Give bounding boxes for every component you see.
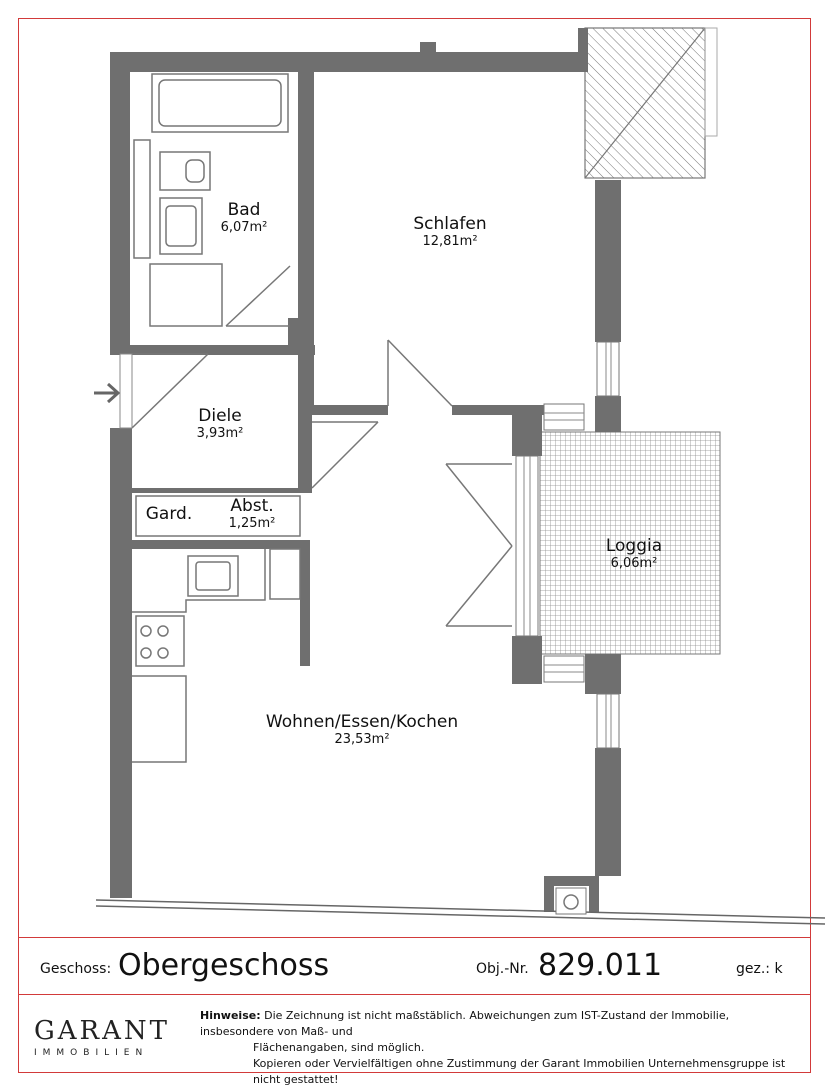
- entry-arrow-icon: [94, 382, 121, 404]
- room-gard: Gard.: [142, 504, 196, 524]
- room-diele-name: Diele: [198, 406, 242, 426]
- logo-sub-text: IMMOBILIEN: [34, 1048, 149, 1058]
- room-schlafen: Schlafen 12,81m²: [390, 214, 510, 250]
- loggia-floor: [539, 431, 721, 655]
- room-bad: Bad 6,07m²: [204, 200, 284, 236]
- logo-main-text: GARANT: [34, 1016, 170, 1046]
- room-loggia-area: 6,06m²: [610, 556, 658, 571]
- room-wohnen-name: Wohnen/Essen/Kochen: [265, 712, 459, 732]
- footer-divider-bottom: [18, 994, 811, 995]
- kitchen: [132, 548, 301, 763]
- notice-line-2: Flächenangaben, sind möglich.: [253, 1041, 425, 1054]
- notice-text-1: Die Zeichnung ist nicht maßstäblich. Abw…: [200, 1009, 730, 1038]
- room-diele: Diele 3,93m²: [180, 406, 260, 442]
- notice-line-1: Hinweise: Die Zeichnung ist nicht maßstä…: [200, 1008, 806, 1040]
- doors: [131, 339, 513, 627]
- storage-closet: [135, 495, 301, 537]
- room-abst-area: 1,25m²: [228, 516, 276, 531]
- room-wohnen: Wohnen/Essen/Kochen 23,53m²: [250, 712, 474, 748]
- room-schlafen-name: Schlafen: [413, 214, 487, 234]
- room-bad-area: 6,07m²: [220, 220, 268, 235]
- floor-plan: [94, 27, 826, 925]
- room-diele-area: 3,93m²: [196, 426, 244, 441]
- drawing-frame: [18, 18, 811, 1073]
- room-wohnen-area: 23,53m²: [334, 732, 390, 747]
- walls: [110, 28, 621, 912]
- floor-label: Geschoss:: [40, 961, 112, 977]
- floor-value: Obergeschoss: [118, 948, 330, 983]
- room-loggia: Loggia 6,06m²: [594, 536, 674, 572]
- room-schlafen-area: 12,81m²: [422, 234, 478, 249]
- windows: [515, 341, 620, 749]
- room-loggia-name: Loggia: [605, 536, 663, 556]
- object-number-value: 829.011: [538, 948, 663, 983]
- room-bad-name: Bad: [227, 200, 261, 220]
- notice-line-3: Kopieren oder Vervielfältigen ohne Zusti…: [253, 1057, 786, 1086]
- bathroom-fixtures: [133, 73, 291, 327]
- notice-block: Hinweise: Die Zeichnung ist nicht maßstä…: [200, 1008, 806, 1088]
- room-gard-name: Gard.: [145, 504, 193, 524]
- room-abst-name: Abst.: [230, 496, 274, 516]
- footer-divider-top: [18, 937, 811, 938]
- notice-label: Hinweise:: [200, 1009, 261, 1022]
- object-number-label: Obj.-Nr.: [476, 961, 529, 977]
- drawn-by: gez.: k: [736, 961, 783, 977]
- garant-logo: GARANT IMMOBILIEN: [34, 1016, 174, 1058]
- room-abst: Abst. 1,25m²: [214, 496, 290, 532]
